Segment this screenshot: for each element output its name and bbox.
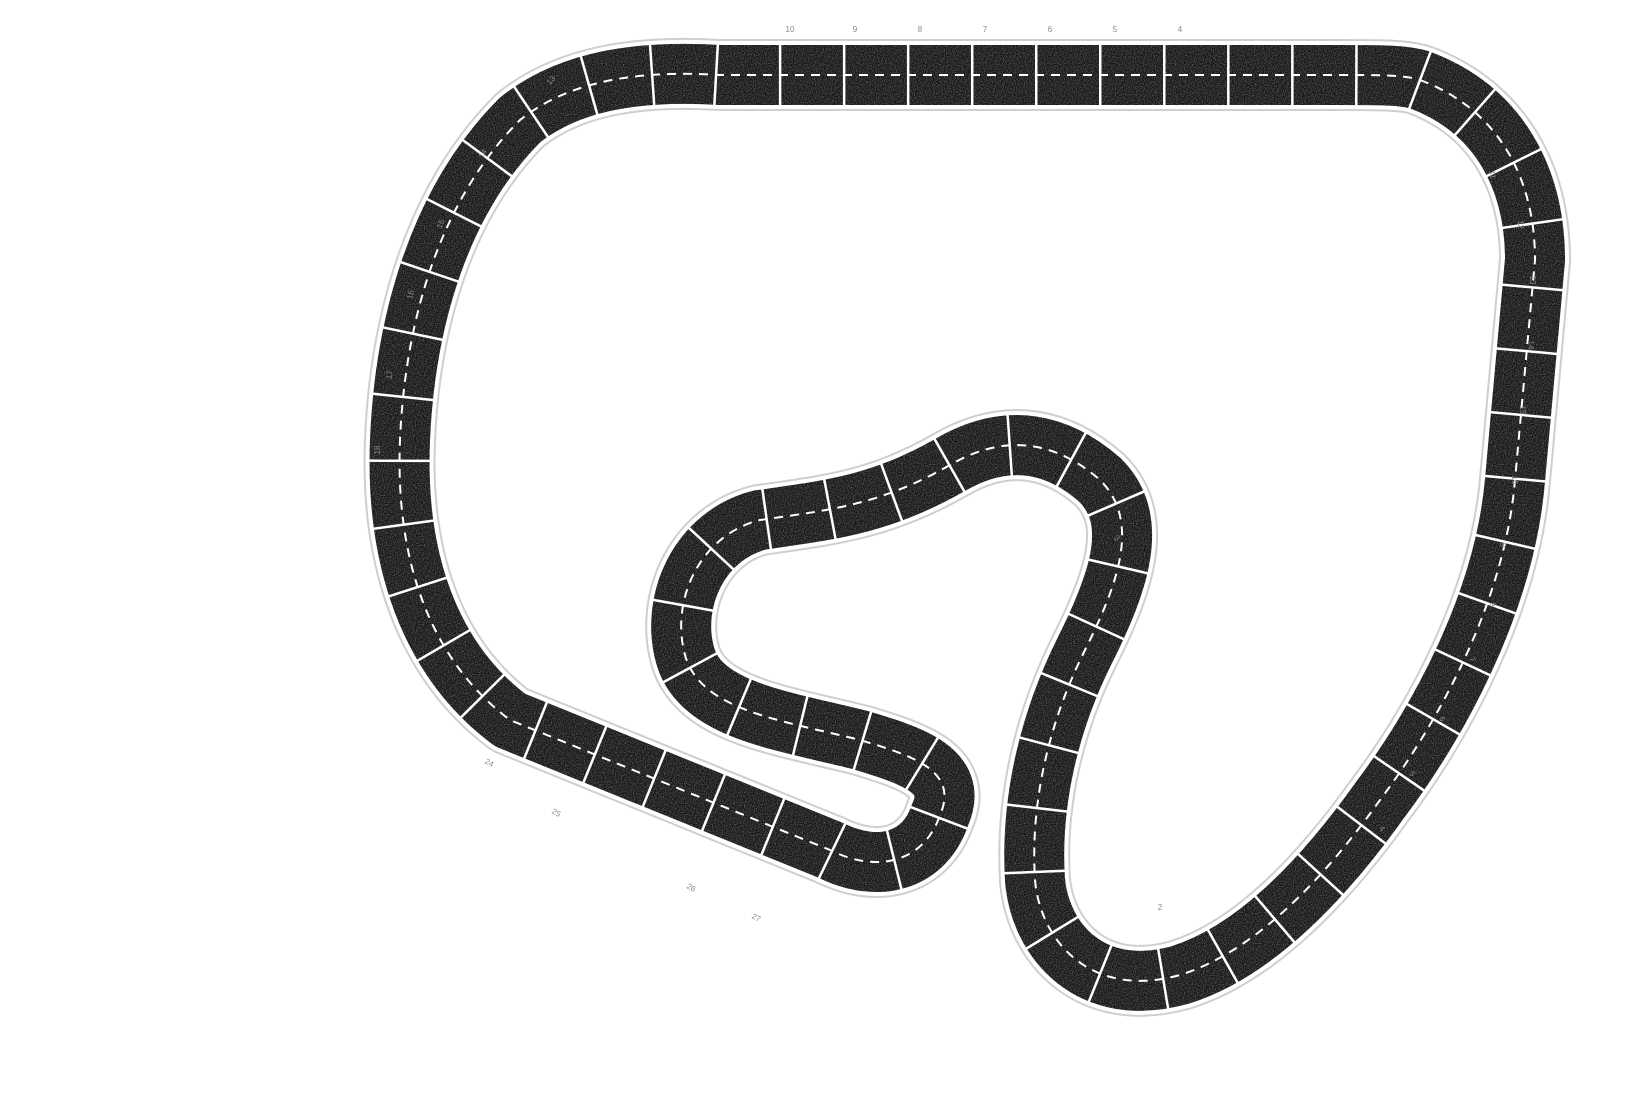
track-square-divider[interactable] xyxy=(817,822,847,880)
track-square-divider[interactable] xyxy=(1457,591,1517,615)
track-square-divider[interactable] xyxy=(641,749,668,808)
bottom-square-number: 26 xyxy=(685,882,698,894)
track-square-divider[interactable] xyxy=(1018,736,1080,755)
right-square-number: 11 xyxy=(1487,170,1497,180)
top-square-number: 10 xyxy=(786,25,795,34)
track-square-divider[interactable] xyxy=(582,725,608,784)
bottom-square-number: 24 xyxy=(483,757,496,770)
track-square-divider[interactable] xyxy=(579,55,599,116)
track-square-divider[interactable] xyxy=(1087,558,1149,575)
left-square-number: 18 xyxy=(373,445,382,454)
right-square-number: 16 xyxy=(1510,476,1519,485)
inner-square-number: 3 xyxy=(1112,533,1122,543)
track-square-divider[interactable] xyxy=(372,519,435,531)
right-square-number: 12 xyxy=(1516,220,1526,230)
track-square-divider[interactable] xyxy=(1006,414,1014,477)
track-square-divider[interactable] xyxy=(852,710,873,771)
right-square-number: 7 xyxy=(1467,656,1477,663)
right-square-number: 15 xyxy=(1518,406,1527,415)
track-square-divider[interactable] xyxy=(885,829,903,891)
track-square-divider[interactable] xyxy=(1253,894,1296,944)
track-square-divider[interactable] xyxy=(1372,754,1426,792)
track-square-divider[interactable] xyxy=(1206,928,1239,984)
track-square-divider[interactable] xyxy=(1336,805,1387,845)
track-squares xyxy=(368,43,1564,1010)
track-square-divider[interactable] xyxy=(1040,671,1099,698)
track-square-divider[interactable] xyxy=(1484,474,1547,483)
top-square-number: 7 xyxy=(983,25,988,34)
left-square-number: 17 xyxy=(385,369,395,379)
track-square-divider[interactable] xyxy=(759,797,786,856)
track-square-divider[interactable] xyxy=(791,695,809,757)
track-square-divider[interactable] xyxy=(700,773,727,832)
track-square-divider[interactable] xyxy=(1025,915,1080,951)
track-square-divider[interactable] xyxy=(1055,431,1088,488)
track-square-divider[interactable] xyxy=(1296,852,1345,897)
track-square-divider[interactable] xyxy=(1003,869,1066,875)
track-surface xyxy=(363,37,1571,1017)
right-square-number: 6 xyxy=(1437,715,1447,723)
left-square-number: 16 xyxy=(405,289,416,300)
track-square-divider[interactable] xyxy=(459,673,506,719)
track-square-divider[interactable] xyxy=(713,43,720,106)
track-square-divider[interactable] xyxy=(879,462,904,523)
track-texture xyxy=(369,43,1565,1011)
track-square-divider[interactable] xyxy=(687,526,735,571)
track-square-divider[interactable] xyxy=(372,392,435,402)
track-square-divider[interactable] xyxy=(461,138,513,178)
track-square-divider[interactable] xyxy=(1501,217,1564,230)
track-square-divider[interactable] xyxy=(522,701,549,760)
track-square-divider[interactable] xyxy=(1495,347,1558,356)
right-square-number: 8 xyxy=(1488,602,1498,608)
track-square-divider[interactable] xyxy=(387,576,448,598)
track-square-divider[interactable] xyxy=(382,326,444,342)
top-square-number: 5 xyxy=(1113,25,1118,34)
track-square-divider[interactable] xyxy=(1434,648,1492,677)
left-square-number: 15 xyxy=(435,218,447,230)
track-square-divider[interactable] xyxy=(1485,147,1543,178)
track-square-divider[interactable] xyxy=(1156,948,1170,1010)
track-square-divider[interactable] xyxy=(1087,944,1113,1003)
track-square-divider[interactable] xyxy=(1501,283,1564,292)
right-square-number: 5 xyxy=(1407,770,1417,779)
right-square-number: 4 xyxy=(1377,824,1387,833)
track-square-divider[interactable] xyxy=(1067,612,1125,641)
track-square-divider[interactable] xyxy=(822,478,837,540)
right-square-number: 14 xyxy=(1526,341,1535,350)
track-square-divider[interactable] xyxy=(1087,490,1146,517)
track-square-divider[interactable] xyxy=(399,260,460,283)
track-square-divider[interactable] xyxy=(1006,803,1068,813)
top-square-number: 9 xyxy=(853,25,858,34)
track-square-divider[interactable] xyxy=(425,197,483,228)
track-square-divider[interactable] xyxy=(1489,410,1552,419)
right-square-number: 9 xyxy=(1498,543,1507,548)
track-square-divider[interactable] xyxy=(909,805,969,830)
track-square-divider[interactable] xyxy=(512,85,550,139)
top-square-number: 6 xyxy=(1048,25,1053,34)
track-square-divider[interactable] xyxy=(416,628,472,663)
track-square-divider[interactable] xyxy=(652,598,714,612)
track-square-divider[interactable] xyxy=(761,488,773,550)
track-square-divider[interactable] xyxy=(933,437,966,493)
track-square-divider[interactable] xyxy=(1407,50,1433,110)
track-square-divider[interactable] xyxy=(1453,88,1497,137)
track-square-divider[interactable] xyxy=(725,677,753,737)
track-square-divider[interactable] xyxy=(1405,702,1461,736)
inner-square-number: 2 xyxy=(1158,903,1163,912)
track-square-divider[interactable] xyxy=(662,651,718,684)
bottom-square-number: 25 xyxy=(550,807,563,819)
track-square-divider[interactable] xyxy=(1474,533,1536,551)
top-square-number: 8 xyxy=(918,25,923,34)
track-square-divider[interactable] xyxy=(904,736,940,791)
top-square-number: 4 xyxy=(1178,25,1183,34)
right-square-number: 13 xyxy=(1528,276,1537,285)
track-square-divider[interactable] xyxy=(648,43,656,106)
bottom-square-number: 27 xyxy=(750,912,763,924)
